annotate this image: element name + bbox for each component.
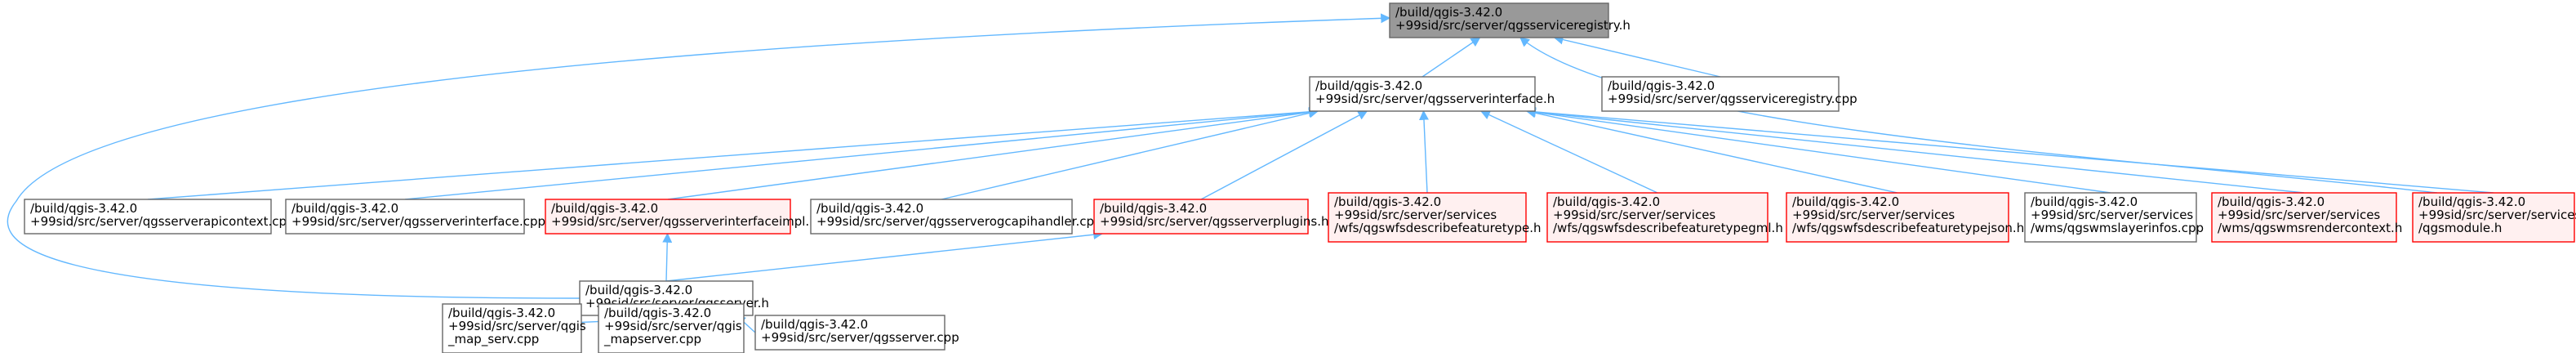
node-qgsmodule-h-line3: /qgsmodule.h	[2418, 221, 2502, 235]
node-registry-h-box	[1389, 2, 1609, 38]
node-map-serv-cpp-line2: +99sid/src/server/qgis	[448, 319, 586, 333]
node-wfs-json-h-line3: /wfs/qgswfsdescribefeaturetypejson.h	[1792, 221, 2024, 235]
node-wfs-type-h-line3: /wfs/qgswfsdescribefeaturetype.h	[1334, 221, 1542, 235]
node-mapserver-cpp-line2: +99sid/src/server/qgis	[604, 319, 742, 333]
node-wfs-type-h[interactable]: /build/qgis-3.42.0+99sid/src/server/serv…	[1328, 192, 1542, 243]
node-wms-layerinfos-cpp[interactable]: /build/qgis-3.42.0+99sid/src/server/serv…	[2024, 192, 2204, 243]
node-qgsserver-cpp-box	[754, 315, 945, 351]
node-wfs-gml-h[interactable]: /build/qgis-3.42.0+99sid/src/server/serv…	[1546, 192, 1783, 243]
node-wfs-type-h-box	[1328, 192, 1527, 243]
node-apicontext-cpp-line1: /build/qgis-3.42.0	[30, 201, 137, 216]
node-map-serv-cpp[interactable]: /build/qgis-3.42.0+99sid/src/server/qgis…	[442, 303, 586, 353]
node-qgsserver-h-line1: /build/qgis-3.42.0	[585, 283, 692, 297]
node-mapserver-cpp-line1: /build/qgis-3.42.0	[604, 306, 711, 320]
edge-plugins-h-to-interface-h	[1200, 110, 1368, 200]
edge-interface-cpp-to-interface-h	[404, 107, 1319, 200]
node-qgsserver-cpp[interactable]: /build/qgis-3.42.0+99sid/src/server/qgss…	[754, 315, 959, 351]
edge-interfaceimpl-h-to-interface-h	[667, 107, 1319, 200]
node-wms-layerinfos-cpp-line2: +99sid/src/server/services	[2031, 208, 2193, 222]
edge-wms-layerinfos-cpp-to-interface-h	[1525, 107, 2111, 194]
node-interfaceimpl-h-line1: /build/qgis-3.42.0	[551, 201, 658, 216]
node-wms-layerinfos-cpp-line1: /build/qgis-3.42.0	[2031, 194, 2138, 209]
node-wfs-type-h-line1: /build/qgis-3.42.0	[1334, 194, 1441, 209]
node-wfs-gml-h-line2: +99sid/src/server/services	[1553, 208, 1715, 222]
node-ogcapihandler-cpp-line2: +99sid/src/server/qgsserverogcapihandler…	[816, 214, 1102, 229]
node-wms-rendercontext-h-line2: +99sid/src/server/services	[2218, 208, 2380, 222]
edge-ogcapihandler-cpp-to-interface-h	[941, 108, 1319, 200]
node-interface-h[interactable]: /build/qgis-3.42.0+99sid/src/server/qgss…	[1309, 76, 1555, 112]
node-wfs-json-h[interactable]: /build/qgis-3.42.0+99sid/src/server/serv…	[1786, 192, 2024, 243]
node-registry-cpp[interactable]: /build/qgis-3.42.0+99sid/src/server/qgss…	[1601, 76, 1857, 112]
node-registry-cpp-box	[1601, 76, 1840, 112]
edge-wms-rendercontext-h-to-interface-h	[1525, 107, 2305, 194]
node-qgsmodule-h-line2: +99sid/src/server/services	[2418, 208, 2576, 222]
node-wfs-json-h-box	[1786, 192, 2009, 243]
node-ogcapihandler-cpp-line1: /build/qgis-3.42.0	[816, 201, 923, 216]
node-qgsmodule-h-box	[2412, 192, 2575, 243]
node-wms-rendercontext-h[interactable]: /build/qgis-3.42.0+99sid/src/server/serv…	[2211, 192, 2402, 243]
node-ogcapihandler-cpp-box	[810, 199, 1073, 235]
node-wms-layerinfos-cpp-line3: /wms/qgswmslayerinfos.cpp	[2031, 221, 2204, 235]
edge-interface-h-to-registry-h	[1421, 37, 1481, 78]
edge-wfs-type-h-to-interface-h	[1418, 109, 1429, 194]
nodes-layer: /build/qgis-3.42.0+99sid/src/server/qgss…	[24, 2, 2576, 353]
edge-registry-cpp-to-registry-h	[1553, 34, 1721, 78]
node-registry-cpp-line2: +99sid/src/server/qgsserviceregistry.cpp	[1608, 92, 1857, 106]
node-wms-layerinfos-cpp-box	[2024, 192, 2197, 243]
edge-wfs-gml-h-to-interface-h	[1479, 110, 1658, 194]
node-interface-h-box	[1309, 76, 1536, 112]
node-qgsmodule-h-line1: /build/qgis-3.42.0	[2418, 194, 2525, 209]
node-wfs-gml-h-line3: /wfs/qgswfsdescribefeaturetypegml.h	[1553, 221, 1783, 235]
node-wfs-json-h-line1: /build/qgis-3.42.0	[1792, 194, 1899, 209]
node-apicontext-cpp-line2: +99sid/src/server/qgsserverapicontext.cp…	[30, 214, 295, 229]
node-mapserver-cpp-box	[598, 303, 745, 353]
edges-layer	[7, 13, 2494, 333]
node-registry-h-line1: /build/qgis-3.42.0	[1395, 5, 1502, 20]
node-interfaceimpl-h[interactable]: /build/qgis-3.42.0+99sid/src/server/qgss…	[545, 199, 817, 235]
node-mapserver-cpp[interactable]: /build/qgis-3.42.0+99sid/src/server/qgis…	[598, 303, 745, 353]
node-apicontext-cpp[interactable]: /build/qgis-3.42.0+99sid/src/server/qgss…	[24, 199, 295, 235]
edge-qgsserver-h-to-registry-h	[7, 13, 1391, 299]
node-map-serv-cpp-line1: /build/qgis-3.42.0	[448, 306, 555, 320]
node-wfs-type-h-line2: +99sid/src/server/services	[1334, 208, 1497, 222]
node-ogcapihandler-cpp[interactable]: /build/qgis-3.42.0+99sid/src/server/qgss…	[810, 199, 1102, 235]
node-map-serv-cpp-box	[442, 303, 582, 353]
edge-wfs-json-h-to-interface-h	[1525, 108, 1898, 194]
node-registry-h[interactable]: /build/qgis-3.42.0+99sid/src/server/qgss…	[1389, 2, 1631, 38]
node-wfs-gml-h-box	[1546, 192, 1768, 243]
node-registry-cpp-line1: /build/qgis-3.42.0	[1608, 78, 1715, 93]
node-interface-cpp[interactable]: /build/qgis-3.42.0+99sid/src/server/qgss…	[285, 199, 545, 235]
node-plugins-h-line1: /build/qgis-3.42.0	[1100, 201, 1207, 216]
node-interface-h-line1: /build/qgis-3.42.0	[1315, 78, 1422, 93]
node-apicontext-cpp-box	[24, 199, 272, 235]
node-interface-cpp-line1: /build/qgis-3.42.0	[291, 201, 398, 216]
node-interfaceimpl-h-line2: +99sid/src/server/qgsserverinterfaceimpl…	[551, 214, 817, 229]
node-qgsserver-cpp-line2: +99sid/src/server/qgsserver.cpp	[761, 330, 959, 345]
node-qgsserver-h[interactable]: /build/qgis-3.42.0+99sid/src/server/qgss…	[579, 280, 769, 316]
node-interfaceimpl-h-box	[545, 199, 791, 235]
node-plugins-h-box	[1093, 199, 1309, 235]
node-qgsmodule-h[interactable]: /build/qgis-3.42.0+99sid/src/server/serv…	[2412, 192, 2576, 243]
node-map-serv-cpp-line3: _map_serv.cpp	[447, 332, 539, 347]
node-wfs-json-h-line2: +99sid/src/server/services	[1792, 208, 1955, 222]
node-qgsserver-cpp-line1: /build/qgis-3.42.0	[761, 317, 868, 332]
node-wms-rendercontext-h-box	[2211, 192, 2397, 243]
node-plugins-h[interactable]: /build/qgis-3.42.0+99sid/src/server/qgss…	[1093, 199, 1329, 235]
edge-qgsserver-h-to-interfaceimpl-h	[662, 232, 673, 282]
node-wms-rendercontext-h-line1: /build/qgis-3.42.0	[2218, 194, 2325, 209]
node-wms-rendercontext-h-line3: /wms/qgswmsrendercontext.h	[2218, 221, 2402, 235]
edge-qgsserver-h-to-plugins-h	[665, 230, 1104, 282]
edge-apicontext-cpp-to-interface-h	[147, 106, 1319, 200]
node-interface-h-line2: +99sid/src/server/qgsserverinterface.h	[1315, 92, 1555, 106]
edge-qgsmodule-h-to-registry-h	[1519, 37, 2438, 194]
node-mapserver-cpp-line3: _mapserver.cpp	[603, 332, 701, 347]
node-interface-cpp-line2: +99sid/src/server/qgsserverinterface.cpp	[291, 214, 545, 229]
edge-qgsmodule-h-to-interface-h	[1525, 106, 2494, 194]
node-registry-h-line2: +99sid/src/server/qgsserviceregistry.h	[1395, 18, 1631, 33]
node-wfs-gml-h-line1: /build/qgis-3.42.0	[1553, 194, 1660, 209]
node-plugins-h-line2: +99sid/src/server/qgsserverplugins.h	[1100, 214, 1329, 229]
node-interface-cpp-box	[285, 199, 525, 235]
